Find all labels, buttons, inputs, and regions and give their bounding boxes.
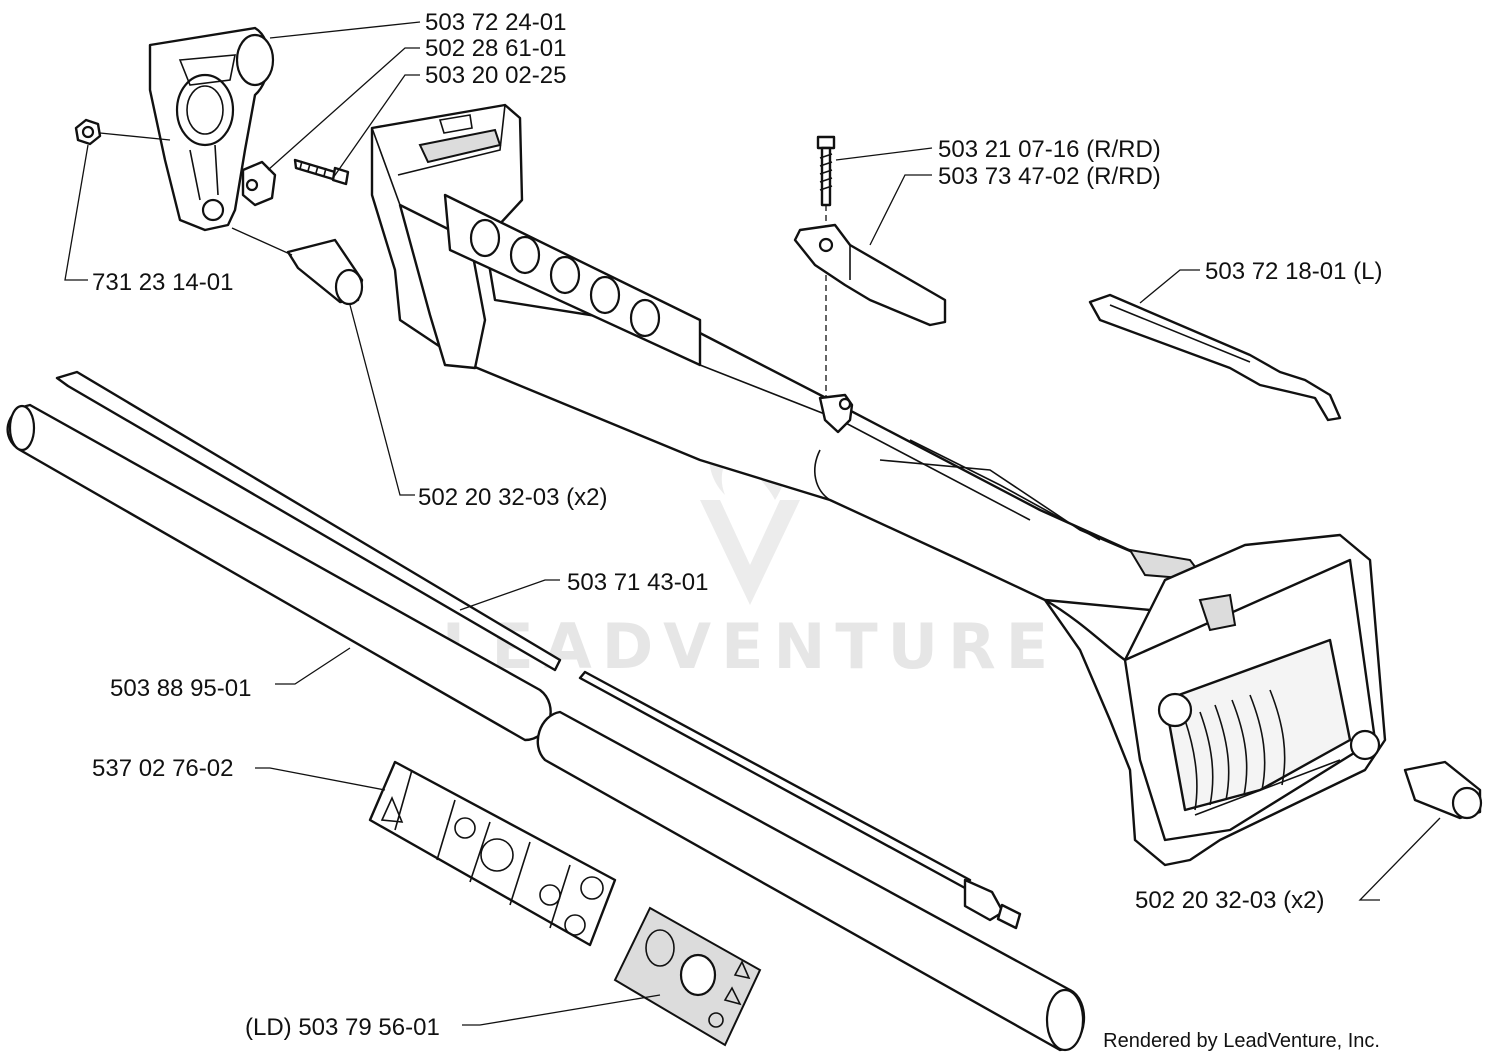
leader-lines	[64, 21, 1441, 1026]
drive-shaft	[55, 370, 1022, 930]
grip-cap-right	[1403, 760, 1483, 820]
callout-537-02-76-02: 537 02 76-02	[92, 755, 233, 782]
watermark-text: LEADVENTURE	[442, 610, 1058, 683]
decal-ld	[613, 906, 762, 1047]
boom-housing	[370, 103, 1212, 612]
bushing	[818, 393, 854, 434]
gear-housing	[1043, 533, 1387, 867]
lever-l	[1088, 293, 1342, 422]
callout-503-71-43-01: 503 71 43-01	[567, 569, 708, 596]
callout-503-21-07-16: 503 21 07-16 (R/RD)	[938, 136, 1161, 163]
callout-503-88-95-01: 503 88 95-01	[110, 675, 251, 702]
watermark-v-icon	[700, 500, 800, 605]
decal-warning	[368, 760, 617, 947]
screw-small	[293, 158, 350, 186]
footer-credit: Rendered by LeadVenture, Inc.	[1103, 1030, 1380, 1052]
screw-rrd	[816, 135, 836, 400]
shaft-tube	[6, 403, 1085, 1052]
callout-503-79-56-01: (LD) 503 79 56-01	[245, 1014, 440, 1041]
callout-503-72-18-01: 503 72 18-01 (L)	[1205, 258, 1382, 285]
callout-502-20-32-03-right: 502 20 32-03 (x2)	[1135, 887, 1324, 914]
grip-cap-left	[231, 227, 364, 306]
handle-bracket	[148, 26, 275, 232]
callout-503-20-02-25: 503 20 02-25	[425, 62, 566, 89]
callout-503-72-24-01: 503 72 24-01	[425, 9, 566, 36]
callout-731-23-14-01: 731 23 14-01	[92, 269, 233, 296]
nut	[74, 118, 171, 146]
throttle-rrd	[793, 223, 947, 327]
callout-502-20-32-03-left: 502 20 32-03 (x2)	[418, 484, 607, 511]
callout-502-28-61-01: 502 28 61-01	[425, 35, 566, 62]
clamp	[241, 160, 277, 207]
callout-503-73-47-02: 503 73 47-02 (R/RD)	[938, 163, 1161, 190]
